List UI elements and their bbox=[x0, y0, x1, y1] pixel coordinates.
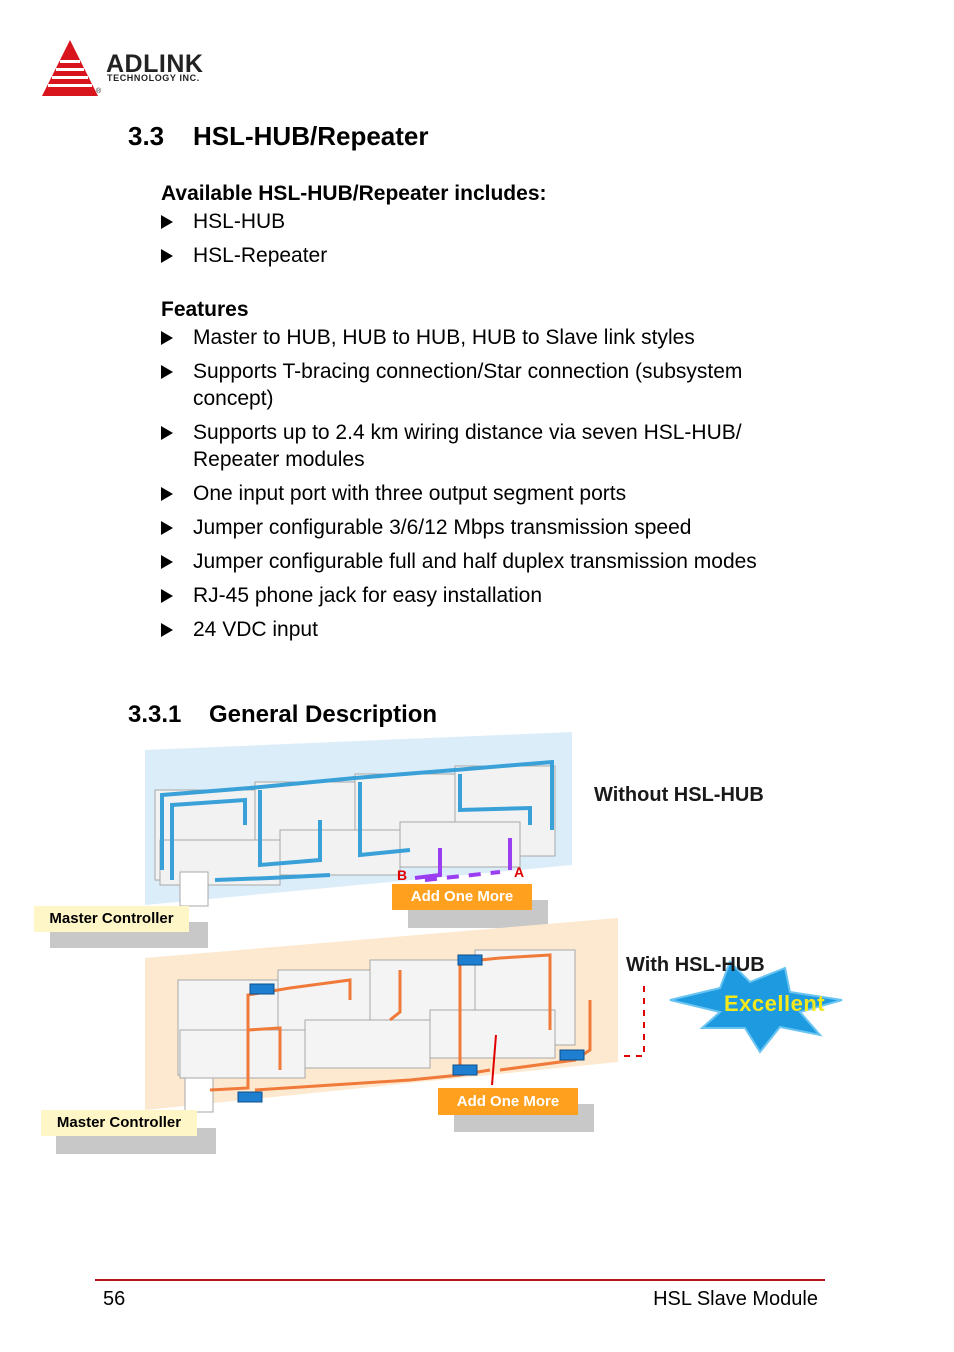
blue-cabling bbox=[160, 759, 554, 882]
red-dashed-connector bbox=[622, 986, 645, 1057]
add-one-more-badge-top: Add One More bbox=[392, 884, 532, 910]
includes-heading: Available HSL-HUB/Repeater includes: bbox=[161, 182, 547, 205]
list-item: RJ-45 phone jack for easy installation bbox=[161, 582, 801, 609]
triangle-bullet-icon bbox=[161, 215, 173, 229]
list-item: Master to HUB, HUB to HUB, HUB to Slave … bbox=[161, 324, 801, 351]
adlink-triangle-icon bbox=[42, 40, 98, 96]
includes-list: HSL-HUB HSL-Repeater bbox=[161, 208, 801, 269]
add-one-more-badge-bottom: Add One More bbox=[438, 1088, 578, 1115]
master-controller-label-top: Master Controller bbox=[34, 906, 189, 932]
features-list: Master to HUB, HUB to HUB, HUB to Slave … bbox=[161, 324, 801, 643]
add-pointer-arrow bbox=[491, 1034, 497, 1086]
triangle-bullet-icon bbox=[161, 555, 173, 569]
point-b-label: B bbox=[397, 867, 408, 883]
document-title: HSL Slave Module bbox=[653, 1288, 818, 1310]
triangle-bullet-icon bbox=[161, 521, 173, 535]
triangle-bullet-icon bbox=[161, 623, 173, 637]
list-item: 24 VDC input bbox=[161, 616, 801, 643]
logo-registered-mark: ® bbox=[96, 88, 102, 95]
page-number: 56 bbox=[103, 1288, 126, 1310]
subsection-number: 3.3.1 bbox=[128, 701, 182, 728]
section-heading: 3.3 HSL-HUB/Repeater bbox=[128, 121, 429, 152]
triangle-bullet-icon bbox=[161, 249, 173, 263]
triangle-bullet-icon bbox=[161, 487, 173, 501]
hsl-hub-modules bbox=[237, 954, 585, 1103]
point-a-label: A bbox=[514, 864, 525, 880]
without-hub-label: Without HSL-HUB bbox=[594, 784, 764, 806]
list-item: One input port with three output segment… bbox=[161, 480, 801, 507]
with-hub-label: With HSL-HUB bbox=[626, 954, 765, 976]
list-item: HSL-Repeater bbox=[161, 242, 801, 269]
purple-added-path bbox=[414, 838, 512, 882]
subsection-title: General Description bbox=[209, 701, 438, 728]
section-number: 3.3 bbox=[128, 121, 165, 151]
triangle-bullet-icon bbox=[161, 331, 173, 345]
list-item: Jumper configurable full and half duplex… bbox=[161, 548, 801, 575]
list-item: Jumper configurable 3/6/12 Mbps transmis… bbox=[161, 514, 801, 541]
list-item: HSL-HUB bbox=[161, 208, 801, 235]
excellent-starburst bbox=[669, 960, 843, 1054]
logo-wordmark: ADLINK bbox=[106, 50, 204, 78]
machines-with-hub bbox=[177, 949, 576, 1113]
triangle-bullet-icon bbox=[161, 426, 173, 440]
excellent-label: Excellent bbox=[724, 991, 826, 1016]
subsection-heading: 3.3.1 General Description bbox=[128, 701, 437, 729]
adlink-logo bbox=[42, 38, 242, 100]
triangle-bullet-icon bbox=[161, 365, 173, 379]
footer-rule bbox=[95, 1279, 825, 1281]
hsl-hub-comparison-figure bbox=[50, 732, 843, 1154]
section-title: HSL-HUB/Repeater bbox=[193, 121, 429, 151]
list-item: Supports up to 2.4 km wiring distance vi… bbox=[161, 419, 801, 473]
triangle-bullet-icon bbox=[161, 589, 173, 603]
master-controller-label-bottom: Master Controller bbox=[41, 1110, 197, 1136]
list-item: Supports T-bracing connection/Star conne… bbox=[161, 358, 801, 412]
logo-tagline: TECHNOLOGY INC. bbox=[107, 73, 200, 83]
features-heading: Features bbox=[161, 298, 249, 321]
